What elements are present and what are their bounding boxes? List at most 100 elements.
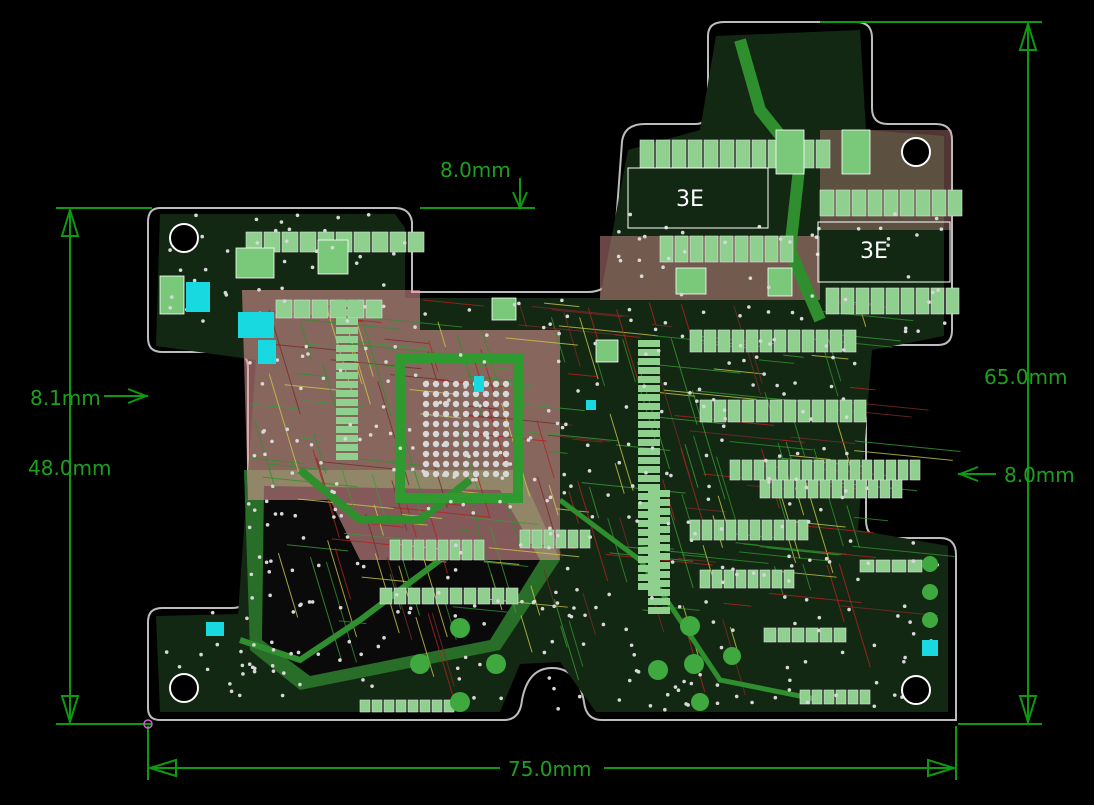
- via: [721, 424, 726, 429]
- via: [627, 515, 631, 519]
- trace: [716, 456, 737, 523]
- via: [472, 604, 477, 608]
- trace: [846, 505, 861, 548]
- bga-ball: [462, 440, 470, 448]
- via: [298, 682, 302, 687]
- via: [358, 437, 362, 442]
- round-test-pads: [410, 556, 938, 712]
- via: [942, 321, 947, 325]
- via: [410, 467, 415, 472]
- trace: [558, 325, 659, 337]
- via: [698, 672, 702, 677]
- via: [704, 600, 708, 604]
- smd-pad: [421, 587, 435, 605]
- via: [280, 286, 284, 291]
- trace: [568, 373, 598, 378]
- via: [893, 212, 897, 216]
- smd-pad: [853, 399, 867, 423]
- via: [263, 452, 267, 457]
- via: [194, 213, 198, 218]
- smd-pad: [379, 587, 393, 605]
- smd-pad: [365, 299, 383, 319]
- via: [787, 579, 791, 583]
- via: [461, 502, 466, 507]
- via: [719, 527, 724, 531]
- trace: [560, 625, 568, 648]
- trace: [348, 331, 371, 405]
- via: [783, 595, 787, 599]
- via: [257, 555, 262, 559]
- via: [438, 400, 443, 405]
- trace: [301, 437, 323, 441]
- via: [304, 344, 309, 349]
- smd-pad: [734, 235, 749, 263]
- smd-pad: [931, 189, 947, 217]
- via-field: [164, 212, 947, 712]
- via: [787, 502, 792, 506]
- smd-pad: [761, 519, 773, 541]
- smd-pad: [769, 399, 783, 423]
- trace: [577, 480, 609, 582]
- via: [916, 329, 920, 333]
- via: [679, 292, 684, 297]
- smd-pad: [336, 345, 358, 352]
- bga-ball: [502, 430, 510, 438]
- smd-pad: [336, 390, 358, 397]
- smd-pad: [829, 329, 843, 353]
- trace: [790, 436, 856, 445]
- smd-pad: [638, 358, 660, 365]
- via: [347, 639, 352, 644]
- smd-pad: [638, 448, 660, 455]
- trace: [759, 546, 842, 556]
- via: [550, 639, 555, 644]
- bga-ball: [472, 410, 480, 418]
- via: [358, 254, 362, 259]
- smd-pad: [648, 553, 670, 560]
- trace: [619, 517, 630, 549]
- bga-ball: [452, 400, 460, 408]
- via: [309, 442, 314, 447]
- bga-ball: [492, 410, 500, 418]
- via: [531, 600, 536, 605]
- smd-pad: [336, 417, 358, 424]
- via: [552, 686, 556, 691]
- trace: [568, 620, 584, 667]
- via: [446, 575, 450, 580]
- via: [738, 313, 742, 318]
- via: [719, 645, 724, 650]
- via: [299, 386, 303, 391]
- trace: [423, 299, 484, 307]
- via: [856, 577, 860, 582]
- via: [872, 704, 877, 709]
- via: [552, 604, 556, 609]
- via: [886, 243, 890, 248]
- smd-pad: [930, 287, 945, 315]
- via: [587, 469, 592, 473]
- trace: [658, 416, 726, 425]
- via: [386, 379, 390, 383]
- via: [333, 507, 338, 512]
- via: [642, 384, 647, 389]
- via: [164, 650, 169, 654]
- via: [354, 261, 359, 265]
- via: [457, 677, 462, 681]
- via: [270, 484, 275, 489]
- bga-ball: [442, 410, 450, 418]
- smd-pad: [945, 287, 960, 315]
- via: [532, 477, 537, 482]
- via: [629, 643, 634, 648]
- via: [282, 259, 287, 264]
- via: [279, 512, 284, 516]
- smd-pad: [867, 189, 883, 217]
- highlighted-parts: [186, 282, 596, 636]
- via: [381, 283, 386, 287]
- smd-pad: [771, 479, 783, 499]
- smd-pad: [773, 329, 787, 353]
- via: [766, 285, 771, 290]
- via: [583, 613, 587, 618]
- via: [359, 652, 363, 657]
- via: [290, 568, 295, 573]
- component-pads: [159, 129, 963, 713]
- bga-ball: [442, 380, 450, 388]
